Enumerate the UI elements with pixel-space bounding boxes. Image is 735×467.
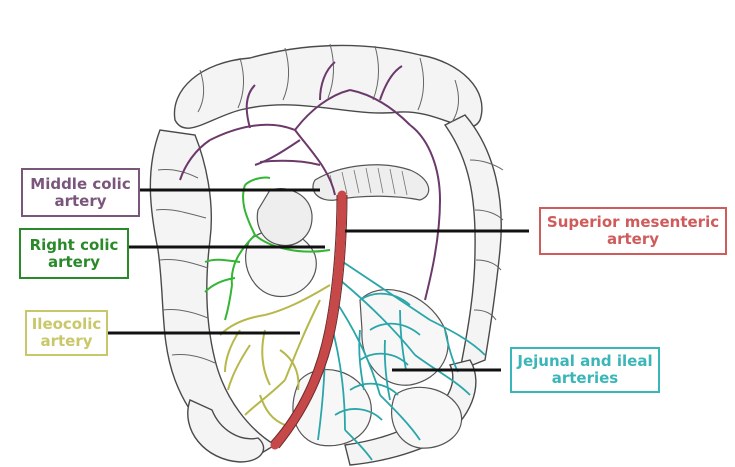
right-colic-artery-vessels <box>204 176 331 321</box>
superior-mesenteric-artery-vessel <box>270 190 347 450</box>
small-intestine-loops <box>245 229 463 449</box>
jejunal-ileal-arteries-vessels <box>317 259 486 461</box>
colon-outline <box>149 44 502 466</box>
leader-lines <box>108 188 529 372</box>
ileocolic-artery-vessels <box>219 284 331 426</box>
label-jejunal-ileal-arteries: Jejunal and ileal arteries <box>510 347 660 393</box>
middle-colic-artery-vessels <box>179 61 441 301</box>
label-right-colic-line1: Right colic <box>29 235 119 254</box>
label-middle-colic-artery: Middle colic artery <box>21 168 140 217</box>
label-middle-colic-line2: artery <box>54 191 107 210</box>
label-middle-colic-line1: Middle colic <box>30 174 131 193</box>
sma-outline <box>270 194 348 449</box>
label-right-colic-artery: Right colic artery <box>19 228 129 279</box>
label-ileocolic-line1: Ileocolic <box>31 315 102 333</box>
colon-haustra <box>155 43 504 364</box>
label-superior-mesenteric-artery: Superior mesenteric artery <box>539 207 727 255</box>
pancreas-hatching <box>329 167 408 196</box>
label-ileocolic-line2: artery <box>40 332 93 350</box>
label-superior-mesenteric-line1: Superior mesenteric <box>546 213 720 231</box>
label-superior-mesenteric-line2: artery <box>606 230 660 248</box>
label-ileocolic-artery: Ileocolic artery <box>25 310 108 356</box>
label-jejunal-ileal-line2: arteries <box>551 369 619 387</box>
label-right-colic-line2: artery <box>47 252 101 271</box>
label-jejunal-ileal-line1: Jejunal and ileal <box>517 352 653 370</box>
